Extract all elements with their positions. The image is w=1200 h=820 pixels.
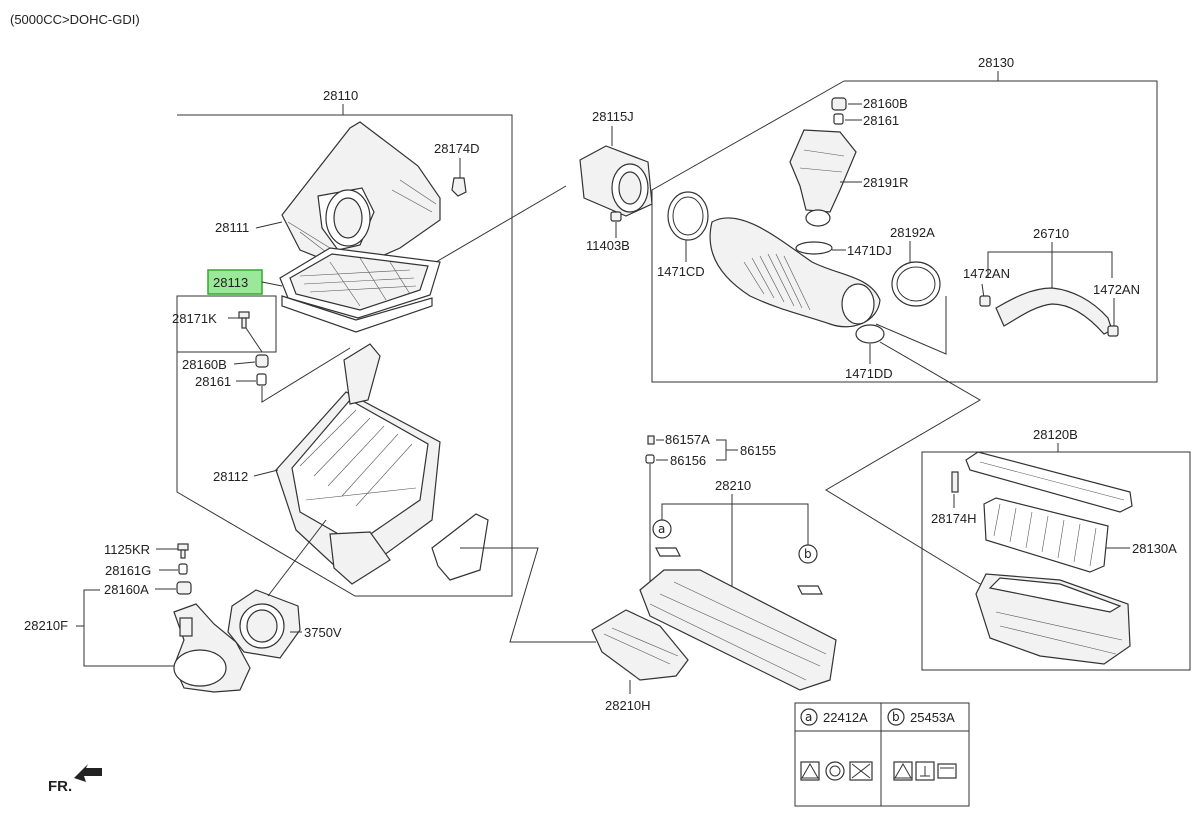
engine-spec-title: (5000CC>DOHC-GDI) <box>10 12 140 27</box>
legend-b-letter: b <box>892 710 900 724</box>
duct-gasket-illustration <box>431 513 489 581</box>
air-cleaner-group: 28110 28111 2811 <box>172 88 596 643</box>
part-label-1472AN-right: 1472AN <box>1093 282 1140 297</box>
filter-element-illustration <box>279 247 441 333</box>
part-label-86155: 86155 <box>740 443 776 458</box>
legend-a-code: 22412A <box>823 710 868 725</box>
part-label-28111: 28111 <box>215 220 249 235</box>
callout-a-letter: a <box>658 522 665 536</box>
part-label-1472AN-left: 1472AN <box>963 266 1010 281</box>
part-label-1471DD: 1471DD <box>845 366 893 381</box>
intake-hose-illustration <box>709 217 881 328</box>
part-label-1471CD: 1471CD <box>657 264 705 279</box>
grommet-28160B-icon <box>255 354 269 368</box>
clamp-28192A-illustration <box>891 261 941 307</box>
air-cleaner-cover-illustration <box>281 121 441 271</box>
part-label-1125KR: 1125KR <box>104 542 150 557</box>
legend-table: a 22412A b 25453A <box>794 702 970 807</box>
air-cleaner-body-illustration <box>275 343 441 585</box>
part-label-28115J: 28115J <box>592 109 634 124</box>
part-label-28161G: 28161G <box>105 563 151 578</box>
collar-28161-icon <box>256 373 267 386</box>
group-label-28210: 28210 <box>715 478 751 493</box>
alt-filter-illustration <box>983 497 1109 573</box>
part-label-86157A: 86157A <box>665 432 710 447</box>
grommet-28160A-icon <box>176 581 192 595</box>
resonator-illustration <box>789 129 857 227</box>
part-label-3750V: 3750V <box>304 625 342 640</box>
group-label-28120B: 28120B <box>1033 427 1078 442</box>
bolt-86157A-icon <box>647 435 655 445</box>
group-label-28110: 28110 <box>323 88 358 103</box>
collar-28161-right-icon <box>833 113 844 125</box>
callout-a-marker <box>652 519 672 539</box>
legend-a-marker <box>800 708 818 726</box>
part-label-86156: 86156 <box>670 453 706 468</box>
part-label-28171K: 28171K <box>172 311 217 326</box>
grommet-28160B-right-icon <box>831 97 847 111</box>
part-label-28130A: 28130A <box>1132 541 1177 556</box>
warning-label-b-icons <box>893 761 957 781</box>
part-label-28174H: 28174H <box>931 511 977 526</box>
resonator-3750V-illustration <box>227 589 301 659</box>
inlet-bracket-group: 1125KR 28161G 28160A 28210F 3750V <box>24 519 342 693</box>
lower-bracket-28210H-illustration <box>591 609 689 681</box>
alt-air-cleaner-group: 28120B 28174H 28130A <box>921 427 1191 671</box>
collar-28161G-icon <box>178 563 188 575</box>
legend-b-code: 25453A <box>910 710 955 725</box>
part-label-28161-right: 28161 <box>863 113 899 128</box>
inlet-duct-illustration <box>173 603 251 693</box>
alt-body-illustration <box>975 573 1131 665</box>
group-label-28130: 28130 <box>978 55 1014 70</box>
part-label-11403B: 11403B <box>586 238 630 253</box>
part-label-28210F: 28210F <box>24 618 68 633</box>
warning-label-a-icons <box>800 761 873 781</box>
part-label-28160B-left: 28160B <box>182 357 227 372</box>
clip-86156-icon <box>645 454 655 464</box>
bracket-group: 86157A 86155 86156 28210 a b 28210H <box>591 432 837 713</box>
maf-sensor-illustration <box>579 145 653 217</box>
clip-1472AN-right-icon <box>1107 325 1119 337</box>
screw-11403B-icon <box>610 211 622 222</box>
upper-bracket-illustration <box>639 569 837 691</box>
intake-duct-group: 28130 28160B 28161 28191R 1471CD <box>651 55 1158 383</box>
bolt-28171K-icon <box>238 311 250 329</box>
front-direction-indicator: FR. <box>48 764 102 795</box>
clamp-1471CD-illustration <box>667 191 709 241</box>
part-label-28174D: 28174D <box>434 141 480 156</box>
part-label-28210H: 28210H <box>605 698 651 713</box>
clamp-1471DD-illustration <box>855 324 885 344</box>
callout-b-letter: b <box>804 547 812 561</box>
part-label-28112: 28112 <box>213 469 248 484</box>
front-arrow-icon <box>74 764 102 782</box>
part-label-26710: 26710 <box>1033 226 1069 241</box>
callout-b-marker <box>798 544 818 564</box>
maf-sensor-group: 28115J 11403B <box>435 109 653 263</box>
legend-a-letter: a <box>805 710 812 724</box>
alt-cover-illustration <box>965 451 1133 513</box>
legend-b-marker <box>887 708 905 726</box>
part-label-28191R: 28191R <box>863 175 909 190</box>
part-label-28113[interactable]: 28113 <box>213 275 248 290</box>
part-label-28192A: 28192A <box>890 225 935 240</box>
front-label: FR. <box>48 778 72 795</box>
clip-28174H-icon <box>951 471 959 493</box>
part-label-1471DJ: 1471DJ <box>847 243 892 258</box>
bolt-1125KR-icon <box>177 543 189 559</box>
part-label-28160A: 28160A <box>104 582 149 597</box>
clip-1472AN-left-icon <box>979 295 991 307</box>
clamp-1471DJ-illustration <box>795 241 833 255</box>
part-label-28161-left: 28161 <box>195 374 231 389</box>
part-label-28160B-right: 28160B <box>863 96 908 111</box>
clip-28174D-icon <box>451 177 467 197</box>
